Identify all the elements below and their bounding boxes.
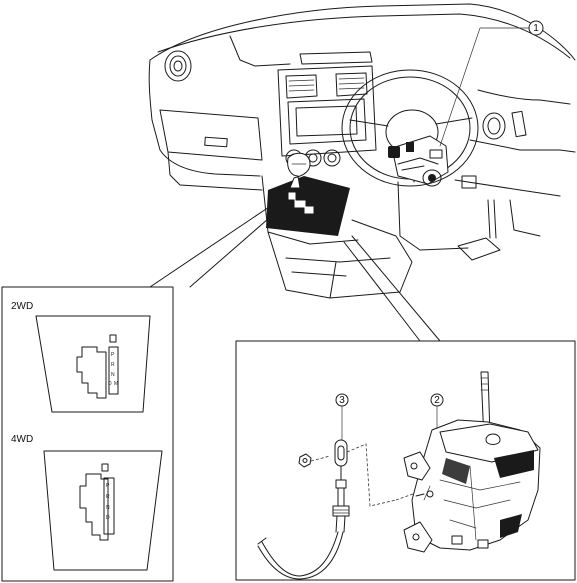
gate-2wd-d: D: [108, 381, 112, 387]
callout-3: 3: [335, 393, 349, 441]
gate-4wd-p: P: [106, 483, 110, 489]
left-air-vent: [164, 50, 192, 82]
label-4wd: 4WD: [11, 434, 33, 445]
steering-lock-assembly: [388, 135, 449, 187]
center-console: [261, 152, 469, 299]
gate-panel-4wd: P R N D: [43, 450, 163, 571]
callout-1: 1: [439, 20, 544, 147]
gate-panel-2wd: P R N D M: [35, 315, 151, 413]
shift-lever-assembly: [403, 371, 541, 553]
callout-1-number: 1: [533, 23, 539, 34]
callout-3-number: 3: [339, 395, 345, 406]
selector-cable: [257, 439, 350, 580]
gate-4wd-n: N: [106, 505, 110, 511]
pedal-assembly: [457, 199, 541, 261]
callout-2-number: 2: [434, 395, 440, 406]
gate-4wd-d: D: [106, 515, 110, 521]
gate-2wd-r: R: [111, 362, 115, 368]
callout-2: 2: [430, 393, 444, 429]
shift-gate-detail-box: 2WD P R N D M 4WD P R N D: [1, 286, 174, 582]
gate-2wd-m: M: [114, 381, 118, 387]
center-stack: [277, 51, 377, 167]
label-2wd: 2WD: [11, 301, 33, 312]
detail-leader-lines: [149, 204, 441, 342]
shift-mechanism-detail-box: 3 2: [235, 340, 576, 581]
gate-2wd-n: N: [111, 372, 115, 378]
gate-4wd-r: R: [106, 494, 110, 500]
gate-2wd-p: P: [111, 352, 115, 358]
right-air-vent: [482, 112, 506, 140]
dashboard-illustration: [148, 3, 576, 299]
